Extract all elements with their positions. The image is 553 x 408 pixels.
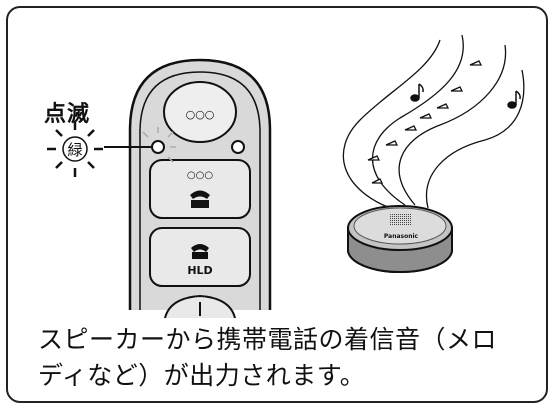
sound-waves bbox=[342, 34, 525, 211]
illustration-frame bbox=[6, 6, 548, 403]
top-button[interactable] bbox=[163, 81, 237, 143]
hold-phone-icon bbox=[191, 244, 209, 259]
blink-indicator: 緑 bbox=[47, 121, 103, 177]
phone-icon bbox=[190, 190, 210, 208]
speaker: Panasonic bbox=[347, 205, 453, 273]
hold-key-label: HLD bbox=[187, 264, 212, 277]
led-left bbox=[151, 140, 165, 154]
led-color-label: 緑 bbox=[67, 141, 82, 159]
top-button-dots: ○○○ bbox=[186, 108, 215, 121]
call-key-dots: ○○○ bbox=[187, 170, 213, 181]
call-key[interactable]: ○○○ bbox=[149, 159, 251, 219]
music-note-icon bbox=[367, 60, 483, 184]
remote-control: ○○○ ○○○ HLD bbox=[104, 58, 272, 319]
caption: スピーカーから携帯電話の着信音（メロ ディなど）が出力されます。 bbox=[38, 322, 538, 394]
speaker-brand-logo: Panasonic bbox=[384, 233, 419, 240]
music-note-eighth-icons bbox=[410, 83, 521, 109]
led-right bbox=[231, 140, 245, 154]
caption-line-2: ディなど）が出力されます。 bbox=[38, 361, 366, 390]
speaker-grill-icon bbox=[390, 213, 412, 225]
caption-line-1: スピーカーから携帯電話の着信音（メロ bbox=[38, 325, 498, 354]
blink-label: 点滅 bbox=[44, 102, 91, 127]
hold-key[interactable]: HLD bbox=[149, 227, 251, 287]
led-blink-rays bbox=[142, 127, 176, 163]
